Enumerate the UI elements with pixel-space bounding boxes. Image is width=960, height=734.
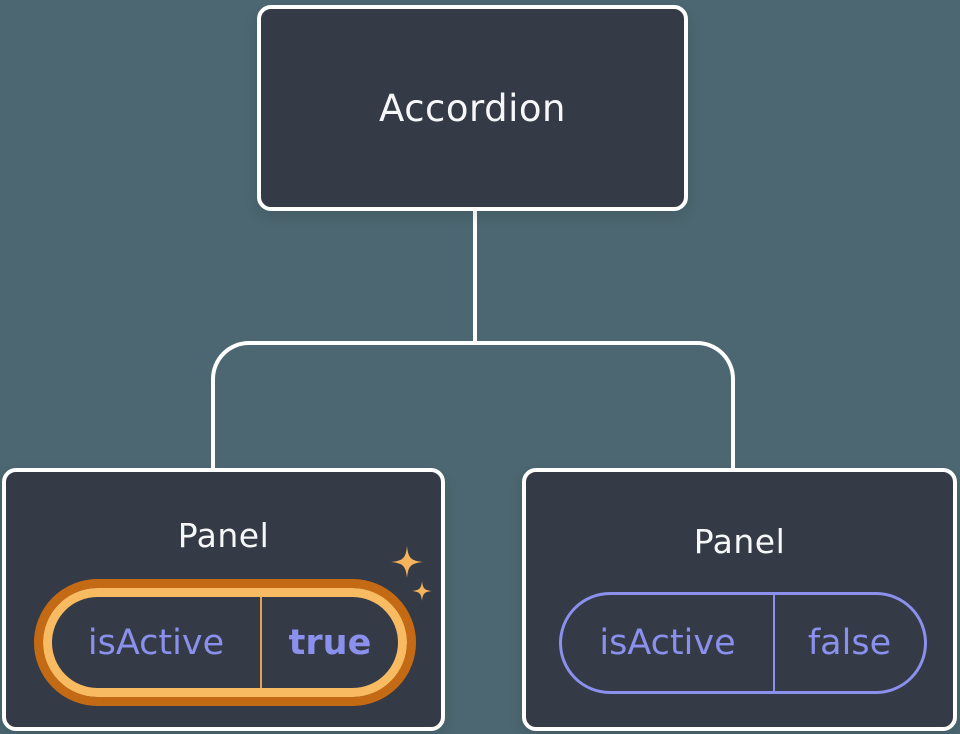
prop-value-cell: false (775, 595, 924, 691)
sparkle-icon-large (391, 546, 423, 578)
prop-value-cell: true (262, 597, 398, 688)
pill-divider (773, 595, 775, 691)
sparkle-icon-small (412, 581, 432, 601)
prop-name-cell: isActive (52, 597, 260, 688)
panel-node-active: Panel isActive true (2, 468, 445, 731)
prop-pill-active: isActive true (34, 579, 416, 706)
pill-divider (260, 597, 262, 688)
panel-title: Panel (693, 522, 786, 561)
connector-branch-bracket (211, 341, 735, 468)
panel-title: Panel (177, 516, 270, 555)
prop-value-label: true (288, 622, 372, 663)
prop-pill-inactive: isActive false (559, 592, 927, 694)
accordion-label: Accordion (379, 86, 566, 130)
prop-name-cell: isActive (562, 595, 773, 691)
prop-name-label: isActive (87, 622, 225, 663)
connector-root-stem (473, 209, 477, 343)
panel-node-inactive: Panel isActive false (522, 468, 957, 731)
accordion-node: Accordion (257, 5, 688, 211)
prop-name-label: isActive (599, 623, 736, 663)
prop-value-label: false (807, 623, 892, 663)
